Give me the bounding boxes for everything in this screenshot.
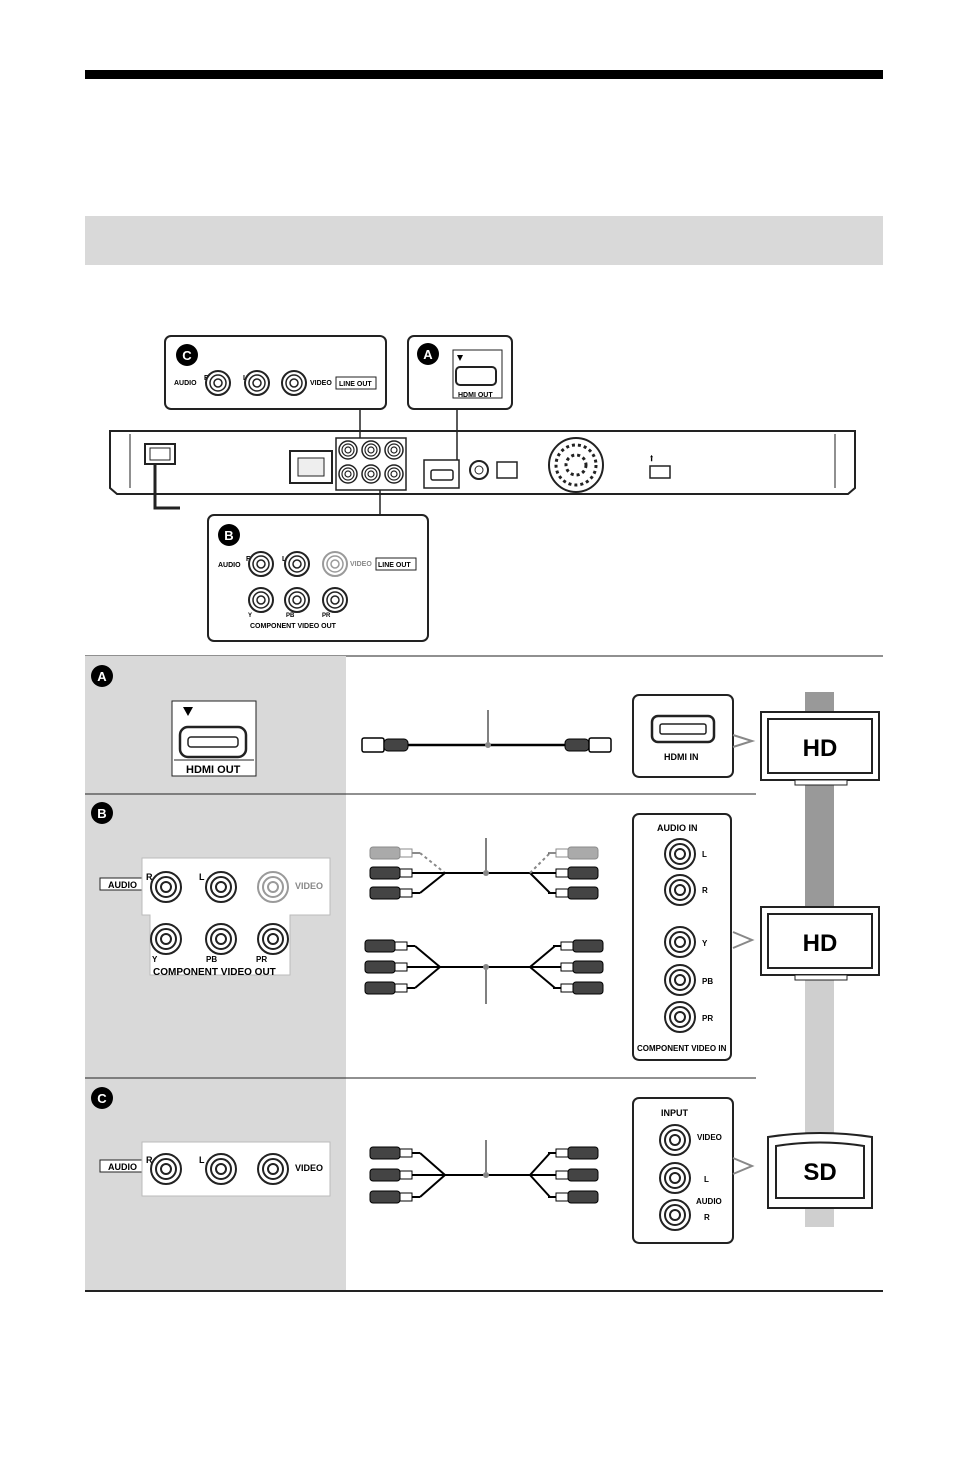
tv-hd-2: HD — [761, 907, 879, 980]
svg-text:SD: SD — [803, 1159, 836, 1186]
svg-text:PB: PB — [206, 955, 217, 964]
svg-text:COMPONENT VIDEO OUT: COMPONENT VIDEO OUT — [250, 623, 337, 630]
svg-text:R: R — [702, 886, 708, 895]
svg-text:B: B — [224, 528, 233, 543]
svg-text:PR: PR — [322, 613, 331, 619]
tv-hdmi-input-panel: HDMI IN — [633, 695, 733, 777]
svg-text:PR: PR — [702, 1014, 713, 1023]
callout-b: B AUDIO R L VIDEO LINE OUT Y PB PR COMPO… — [208, 515, 428, 641]
svg-text:HDMI IN: HDMI IN — [664, 752, 699, 762]
svg-text:AUDIO: AUDIO — [108, 1162, 137, 1172]
svg-text:COMPONENT VIDEO OUT: COMPONENT VIDEO OUT — [153, 967, 276, 978]
svg-text:AUDIO IN: AUDIO IN — [657, 823, 698, 833]
svg-text:L: L — [704, 1175, 709, 1184]
svg-text:Y: Y — [248, 613, 252, 619]
coaxial-port-icon — [470, 461, 488, 479]
callout-a: A HDMI OUT — [408, 336, 512, 409]
optical-port-icon — [497, 462, 517, 478]
svg-text:LINE OUT: LINE OUT — [339, 381, 372, 388]
svg-text:AUDIO: AUDIO — [174, 380, 197, 387]
svg-text:INPUT: INPUT — [661, 1108, 689, 1118]
svg-text:HD: HD — [803, 735, 838, 762]
svg-text:R: R — [704, 1213, 710, 1222]
audio-video-cable-c — [370, 1140, 598, 1203]
svg-text:VIDEO: VIDEO — [295, 881, 323, 891]
svg-text:A: A — [97, 669, 107, 684]
hdmi-cable — [362, 710, 611, 752]
svg-text:Y: Y — [702, 939, 708, 948]
svg-text:B: B — [97, 806, 106, 821]
tv-component-input-panel: AUDIO IN L R Y PB PR COMPONENT VIDEO IN — [633, 814, 731, 1060]
svg-text:PR: PR — [256, 955, 267, 964]
audio-video-cable-b — [370, 838, 598, 899]
component-video-cable — [365, 940, 603, 1004]
tv-sd: SD — [768, 1133, 872, 1208]
svg-text:VIDEO: VIDEO — [697, 1133, 722, 1142]
svg-text:VIDEO: VIDEO — [310, 380, 332, 387]
tv-composite-input-panel: INPUT VIDEO L AUDIO R — [633, 1098, 733, 1243]
svg-text:PB: PB — [702, 977, 713, 986]
svg-text:C: C — [182, 348, 192, 363]
svg-text:HDMI OUT: HDMI OUT — [186, 764, 241, 776]
svg-text:AUDIO: AUDIO — [696, 1197, 722, 1206]
svg-text:VIDEO: VIDEO — [295, 1163, 323, 1173]
svg-text:AUDIO: AUDIO — [218, 562, 241, 569]
tv-hd-1: HD — [761, 712, 879, 785]
svg-text:LINE OUT: LINE OUT — [378, 562, 411, 569]
svg-text:VIDEO: VIDEO — [350, 561, 372, 568]
usb-port-icon — [650, 466, 670, 478]
svg-text:COMPONENT VIDEO IN: COMPONENT VIDEO IN — [637, 1044, 727, 1053]
svg-text:L: L — [702, 850, 707, 859]
svg-text:PB: PB — [286, 613, 295, 619]
svg-text:L: L — [199, 1155, 205, 1165]
svg-text:Y: Y — [152, 955, 158, 964]
svg-text:C: C — [97, 1091, 107, 1106]
player-back-panel: ⭫ — [110, 410, 855, 514]
svg-text:HD: HD — [803, 930, 838, 957]
svg-text:AUDIO: AUDIO — [108, 880, 137, 890]
svg-text:A: A — [423, 347, 433, 362]
svg-text:L: L — [199, 872, 205, 882]
svg-text:HDMI OUT: HDMI OUT — [458, 392, 493, 399]
callout-c: C AUDIO R L VIDEO LINE OUT — [165, 336, 386, 409]
